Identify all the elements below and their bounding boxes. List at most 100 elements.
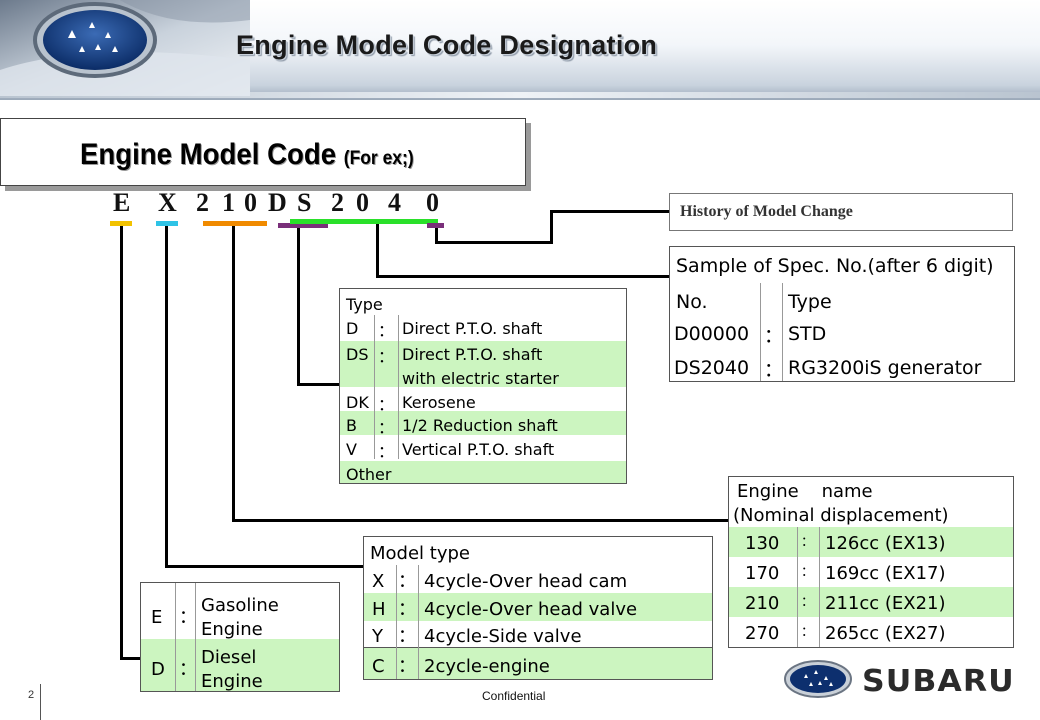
engine-row-highlight-1 [729,527,1013,557]
code-char-0b: 0 [356,188,369,217]
fuel-code: D [151,659,165,680]
spec-col-type: Type [788,291,832,313]
connector-model-type-v [165,226,168,568]
fuel-desc: Diesel [201,647,257,668]
underline-engine-name [203,221,267,226]
type-table: Type D ： Direct P.T.O. shaft DS ： Direct… [339,288,627,484]
model-desc: 2cycle-engine [424,656,550,677]
engine-name-title: Engine name [737,481,873,502]
type-desc: Vertical P.T.O. shaft [402,440,555,459]
engine-name-table: Engine name (Nominal displacement) 130 ：… [728,476,1014,648]
engine-desc: 265cc (EX27) [825,623,946,644]
type-sep: ： [378,347,395,366]
model-sep: ： [398,599,416,620]
engine-divider-1 [797,527,798,647]
fuel-sep: ： [179,659,197,680]
model-row-highlight-1 [364,593,712,621]
model-row-highlight-2 [364,647,712,679]
model-desc: 4cycle-Side valve [424,626,582,647]
connector-type-v [297,228,300,385]
spec-title-row: Sample of Spec. No.(after 6 digit) [670,247,1014,283]
type-other: Other [346,465,392,484]
fuel-row-highlight [141,639,339,691]
engine-desc: 126cc (EX13) [825,533,946,554]
connector-history-h1 [435,241,552,244]
footer-divider [40,684,41,720]
engine-sep: ： [801,625,815,640]
model-sep: ： [398,626,416,647]
type-desc: Kerosene [402,393,476,412]
code-char-2b: 2 [331,188,344,217]
fuel-code: E [151,607,163,628]
type-code: V [346,440,357,459]
connector-spec-h [376,275,670,278]
model-code: X [372,571,385,592]
connector-engine-name-v [232,226,235,522]
engine-model-code-label: Engine Model Code [80,138,337,171]
car-emblem-graphic [0,0,250,96]
engine-row-highlight-2 [729,587,1013,617]
connector-history-v2 [550,210,553,244]
type-code: B [346,416,357,435]
code-char-e: E [113,188,131,217]
spec-row-sep: ： [764,359,784,381]
fuel-table: E ： Gasoline Engine D ： Diesel Engine [140,582,340,692]
spec-row-type: STD [788,323,827,345]
fuel-desc: Gasoline [201,595,279,616]
spec-row-sep: ： [764,325,784,347]
type-desc: Direct P.T.O. shaft [402,319,543,338]
connector-history-h2 [550,210,669,213]
engine-sep: ： [801,565,815,580]
code-char-1: 1 [222,188,235,217]
underline-type [278,223,328,228]
engine-model-code-heading: Engine Model Code (For ex;) [80,138,414,172]
engine-name-subtitle: (Nominal displacement) [733,505,949,526]
fuel-sep: ： [179,607,197,628]
underline-spec-no [290,219,438,224]
engine-code: 210 [745,593,780,614]
model-code: C [372,656,385,677]
engine-code: 170 [745,563,780,584]
connector-model-type-h [165,565,363,568]
connector-engine-name-h [232,519,728,522]
model-sep: ： [398,571,416,592]
model-code: Y [372,626,383,647]
model-type-title: Model type [370,543,470,564]
spec-sample-table: Sample of Spec. No.(after 6 digit) No. T… [669,246,1015,382]
type-code: D [346,319,359,338]
history-label: History of Model Change [680,203,853,220]
history-box [669,193,1013,231]
model-desc: 4cycle-Over head valve [424,599,638,620]
type-code: DK [346,393,369,412]
type-row-highlight-3 [340,461,626,483]
connector-fuel-v [120,226,123,660]
fuel-desc-line2: Engine [201,619,263,640]
type-divider-2 [398,315,399,459]
confidential-label: Confidential [482,689,546,703]
code-char-d: D [268,188,287,217]
type-sep: ： [378,442,395,461]
spec-row-no: DS2040 [674,357,750,379]
engine-sep: ： [801,535,815,550]
model-desc: 4cycle-Over head cam [424,571,628,592]
spec-title: Sample of Spec. No.(after 6 digit) [676,255,994,277]
code-char-s: S [297,188,312,217]
model-code: H [372,599,386,620]
type-desc: 1/2 Reduction shaft [402,416,558,435]
type-row-highlight-1 [340,341,626,387]
engine-desc: 169cc (EX17) [825,563,946,584]
type-sep: ： [378,321,395,340]
code-char-0c: 0 [426,188,439,217]
model-sep: ： [398,656,416,677]
underline-fuel [110,221,132,226]
spec-row-type: RG3200iS generator [788,357,982,379]
spec-divider-2 [782,283,783,381]
spec-col-no: No. [676,291,708,313]
header-band [0,92,1040,98]
connector-history-v1 [435,228,438,243]
engine-code: 270 [745,623,780,644]
code-char-2: 2 [196,188,209,217]
type-sep: ： [378,418,395,437]
type-desc: Direct P.T.O. shaft [402,345,543,364]
type-desc-line2: with electric starter [402,369,559,388]
